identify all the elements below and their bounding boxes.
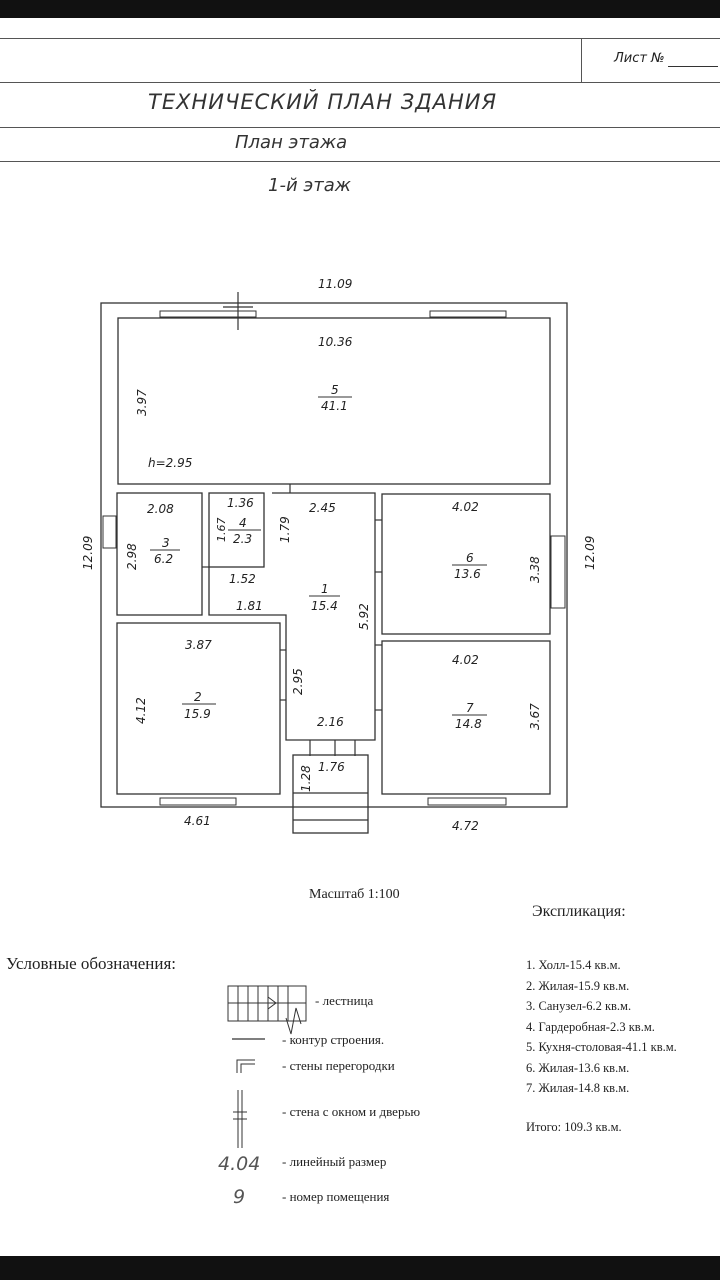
room-3-outline — [116, 492, 203, 616]
legend-dimension-label: - линейный размер — [282, 1154, 387, 1169]
sheet-number-underline — [668, 66, 718, 67]
room-1-area: 15.4 — [311, 599, 338, 613]
legend-outline-label: - контур строения. — [282, 1032, 385, 1047]
ceiling-height: h=2.95 — [148, 456, 192, 470]
room-1-dim-5.92: 5.92 — [357, 603, 371, 630]
room-3-area: 6.2 — [154, 552, 173, 566]
room-4-dim-width: 1.36 — [227, 496, 254, 510]
outer-wall — [100, 302, 568, 808]
room-3-dim-height: 2.98 — [125, 543, 139, 570]
explication-item: 7. Жилая-14.8 кв.м. — [526, 1081, 630, 1095]
room-3-dim-width: 2.08 — [147, 502, 174, 516]
room-1-dim-2.16: 2.16 — [317, 715, 344, 729]
room-6-dim-width: 4.02 — [452, 500, 479, 514]
room-6-number: 6 — [466, 551, 474, 565]
explication-item: 4. Гардеробная-2.3 кв.м. — [526, 1019, 655, 1034]
window-right — [550, 535, 566, 609]
legend-stairs-label: - лестница — [315, 993, 374, 1008]
legend-wall-label: - стена с окном и дверью — [282, 1104, 421, 1119]
room-2-area: 15.9 — [184, 707, 211, 721]
room-3-number: 3 — [162, 536, 170, 550]
explication-item: 5. Кухня-столовая-41.1 кв.м. — [526, 1040, 677, 1054]
window-left — [102, 515, 117, 549]
explication-title: Экспликация: — [532, 903, 626, 920]
header-line-2 — [0, 82, 720, 83]
porch-dim-height: 1.28 — [299, 765, 313, 792]
room-2-outline — [116, 622, 281, 795]
room-7-dim-height: 3.67 — [528, 703, 542, 730]
room-5-dim-height: 3.97 — [135, 389, 149, 416]
dim-bottom-right: 4.72 — [452, 819, 479, 833]
room-6-area: 13.6 — [454, 567, 481, 581]
porch-outline — [292, 754, 369, 834]
floor-label: 1-й этаж — [268, 175, 351, 196]
room-4-dim-height: 1.67 — [215, 518, 228, 543]
sheet-number-label: Лист № — [614, 51, 665, 66]
sheet-cell-divider — [581, 38, 582, 82]
scale-label: Масштаб 1:100 — [309, 887, 400, 902]
room-1-outline — [208, 492, 376, 741]
page-subtitle: План этажа — [235, 132, 348, 153]
room-6-outline — [381, 493, 551, 635]
header-line-1 — [0, 38, 720, 39]
explication-total: Итого: 109.3 кв.м. — [526, 1120, 622, 1134]
window-top-right — [429, 310, 507, 318]
room-5-number: 5 — [331, 383, 339, 397]
dim-bottom-left: 4.61 — [184, 814, 211, 828]
room-7-area: 14.8 — [455, 717, 482, 731]
header-line-4 — [0, 161, 720, 162]
room-5-area: 41.1 — [321, 399, 348, 413]
room-6-dim-height: 3.38 — [528, 556, 542, 583]
room-5-outline — [117, 317, 551, 485]
room-1-number: 1 — [321, 582, 329, 596]
dim-left: 12.09 — [81, 536, 95, 570]
room-4-outline — [208, 492, 265, 568]
dim-top: 11.09 — [318, 277, 352, 291]
room-1-dim-1.52: 1.52 — [229, 572, 256, 586]
legend-partition-label: - стены перегородки — [282, 1058, 395, 1073]
room-7-dim-width: 4.02 — [452, 653, 479, 667]
explication-list: 1. Холл-15.4 кв.м. 2. Жилая-15.9 кв.м. 3… — [526, 955, 677, 1099]
room-7-outline — [381, 640, 551, 795]
room-1-dim-1.81: 1.81 — [236, 599, 263, 613]
page-title: ТЕХНИЧЕСКИЙ ПЛАН ЗДАНИЯ — [148, 90, 498, 114]
window-bottom-left — [159, 797, 237, 806]
explication-item: 2. Жилая-15.9 кв.м. — [526, 978, 630, 993]
porch-dim-width: 1.76 — [318, 760, 345, 774]
explication-item: 6. Жилая-13.6 кв.м. — [526, 1060, 630, 1075]
top-frame-bar — [0, 0, 720, 18]
room-2-number: 2 — [194, 690, 202, 704]
room-4-area: 2.3 — [233, 532, 252, 546]
dim-right: 12.09 — [583, 536, 597, 570]
room-2-dim-height: 4.12 — [134, 697, 148, 724]
room-5-dim-width: 10.36 — [318, 335, 353, 349]
room-1-dim-2.95: 2.95 — [291, 668, 305, 695]
header-line-3 — [0, 127, 720, 128]
room-2-dim-width: 3.87 — [185, 638, 212, 652]
room-4-number: 4 — [239, 516, 247, 530]
legend-dimension-sample: 4.04 — [218, 1153, 261, 1175]
window-bottom-right — [427, 797, 507, 806]
room-1-dim-2.45: 2.45 — [309, 501, 336, 515]
room-1-dim-1.79: 1.79 — [278, 516, 292, 543]
legend-room-number-sample: 9 — [233, 1186, 246, 1208]
explication-item: 3. Санузел-6.2 кв.м. — [526, 999, 632, 1013]
bottom-frame-bar — [0, 1256, 720, 1280]
legend-room-number-label: - номер помещения — [282, 1189, 390, 1204]
room-7-number: 7 — [466, 701, 474, 715]
explication-item: 1. Холл-15.4 кв.м. — [526, 958, 621, 972]
legend-title: Условные обозначения: — [6, 954, 177, 973]
window-top-left — [159, 310, 257, 318]
